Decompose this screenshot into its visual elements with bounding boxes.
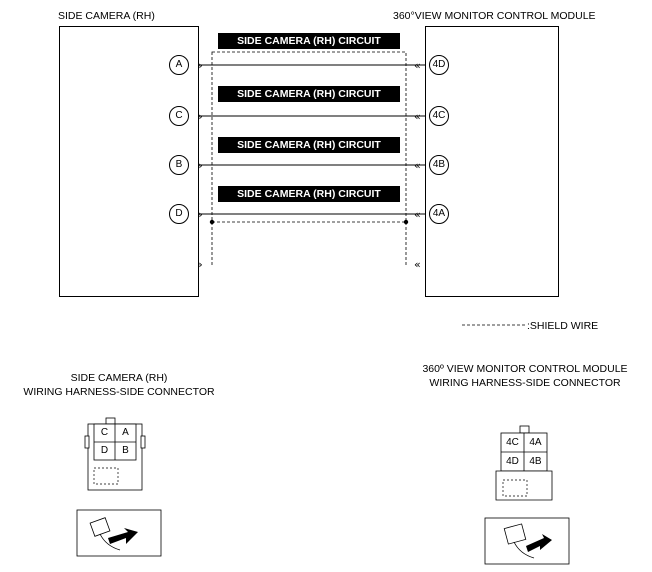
pin-4c: 4C — [429, 106, 449, 126]
connector-cell: 4D — [506, 456, 519, 467]
connector-cell: C — [100, 427, 109, 438]
shield-junction-left — [209, 219, 215, 225]
left-connector-title-2: WIRING HARNESS-SIDE CONNECTOR — [23, 386, 215, 398]
connector-chevron-icon: » — [196, 208, 203, 221]
circuit-label: SIDE CAMERA (RH) CIRCUIT — [218, 137, 400, 153]
pin-d: D — [169, 204, 189, 224]
connector-cell: 4B — [529, 456, 542, 467]
pin-4a: 4A — [429, 204, 449, 224]
right-connector-title-1: 360º VIEW MONITOR CONTROL MODULE — [422, 363, 628, 375]
connector-cell: 4C — [506, 437, 519, 448]
connector-cell: B — [122, 445, 129, 456]
right-connector-title-2: WIRING HARNESS-SIDE CONNECTOR — [429, 377, 621, 389]
pin-a: A — [169, 55, 189, 75]
shield-junction-right — [403, 219, 409, 225]
pin-4b: 4B — [429, 155, 449, 175]
connector-cell: D — [100, 445, 109, 456]
connector-housing — [495, 470, 553, 501]
left-connector-title-1: SIDE CAMERA (RH) — [70, 372, 168, 384]
circuit-label: SIDE CAMERA (RH) CIRCUIT — [218, 86, 400, 102]
pin-c: C — [169, 106, 189, 126]
connector-chevron-icon: » — [196, 110, 203, 123]
connector-cell: A — [122, 427, 129, 438]
connector-chevron-icon: « — [414, 258, 421, 271]
pin-b: B — [169, 155, 189, 175]
circuit-label: SIDE CAMERA (RH) CIRCUIT — [218, 186, 400, 202]
right-component-title: 360°VIEW MONITOR CONTROL MODULE — [393, 10, 596, 22]
circuit-label: SIDE CAMERA (RH) CIRCUIT — [218, 33, 400, 49]
connector-chevron-icon: « — [414, 59, 421, 72]
shield-outline — [211, 51, 407, 223]
connector-chevron-icon: » — [196, 59, 203, 72]
shield-wire-legend: :SHIELD WIRE — [527, 320, 599, 332]
connector-chevron-icon: » — [196, 159, 203, 172]
connector-chevron-icon: « — [414, 110, 421, 123]
view-direction-icon — [484, 517, 570, 565]
connector-chevron-icon: » — [196, 258, 203, 271]
connector-latch — [519, 425, 530, 434]
left-component-title: SIDE CAMERA (RH) — [58, 10, 155, 22]
pin-4d: 4D — [429, 55, 449, 75]
view-direction-icon — [76, 509, 162, 557]
connector-chevron-icon: « — [414, 208, 421, 221]
connector-chevron-icon: « — [414, 159, 421, 172]
connector-cell: 4A — [529, 437, 542, 448]
